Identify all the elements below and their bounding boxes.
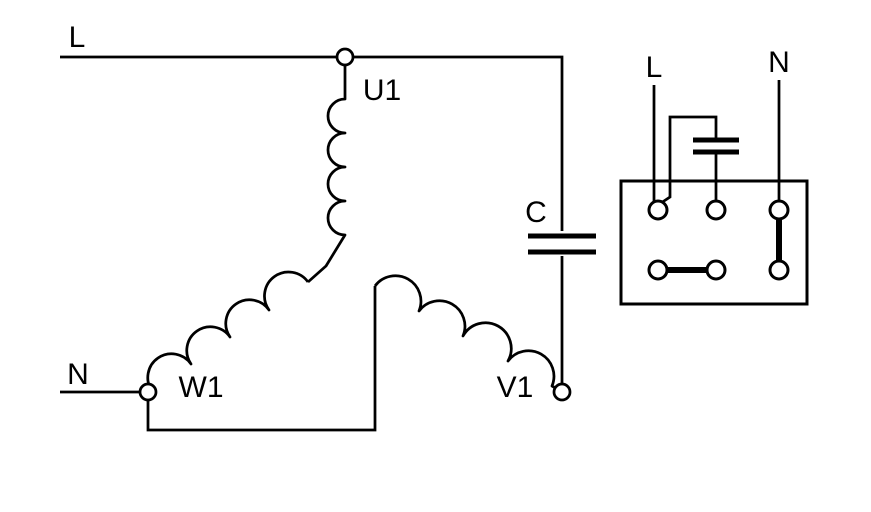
label-capacitor: C <box>525 196 547 229</box>
node-w1 <box>138 382 158 402</box>
label-winding-w1: W1 <box>179 371 224 404</box>
terminal-bottom-middle <box>705 259 727 281</box>
node-v1 <box>552 382 572 402</box>
terminal-box-outline <box>619 179 809 306</box>
label-supply-line: L <box>69 21 86 54</box>
terminal-top-left <box>647 199 669 221</box>
node-u1-top <box>335 47 355 67</box>
label-terminal-neutral: N <box>768 46 790 79</box>
label-winding-v1: V1 <box>497 371 534 404</box>
phase-wire-top <box>60 55 564 231</box>
label-winding-u1: U1 <box>363 74 401 107</box>
label-terminal-line: L <box>646 51 663 84</box>
terminal-capacitor-upper-lead <box>660 115 718 205</box>
winding-u1-coil <box>307 57 347 284</box>
winding-w1-coil <box>146 270 310 392</box>
winding-v1-coil <box>373 274 560 392</box>
terminal-top-middle <box>705 199 727 221</box>
terminal-bottom-left <box>647 259 669 281</box>
terminal-bottom-right <box>768 259 790 281</box>
label-supply-neutral: N <box>67 358 89 391</box>
bottom-return-wire <box>146 286 377 432</box>
terminal-top-right <box>768 199 790 221</box>
